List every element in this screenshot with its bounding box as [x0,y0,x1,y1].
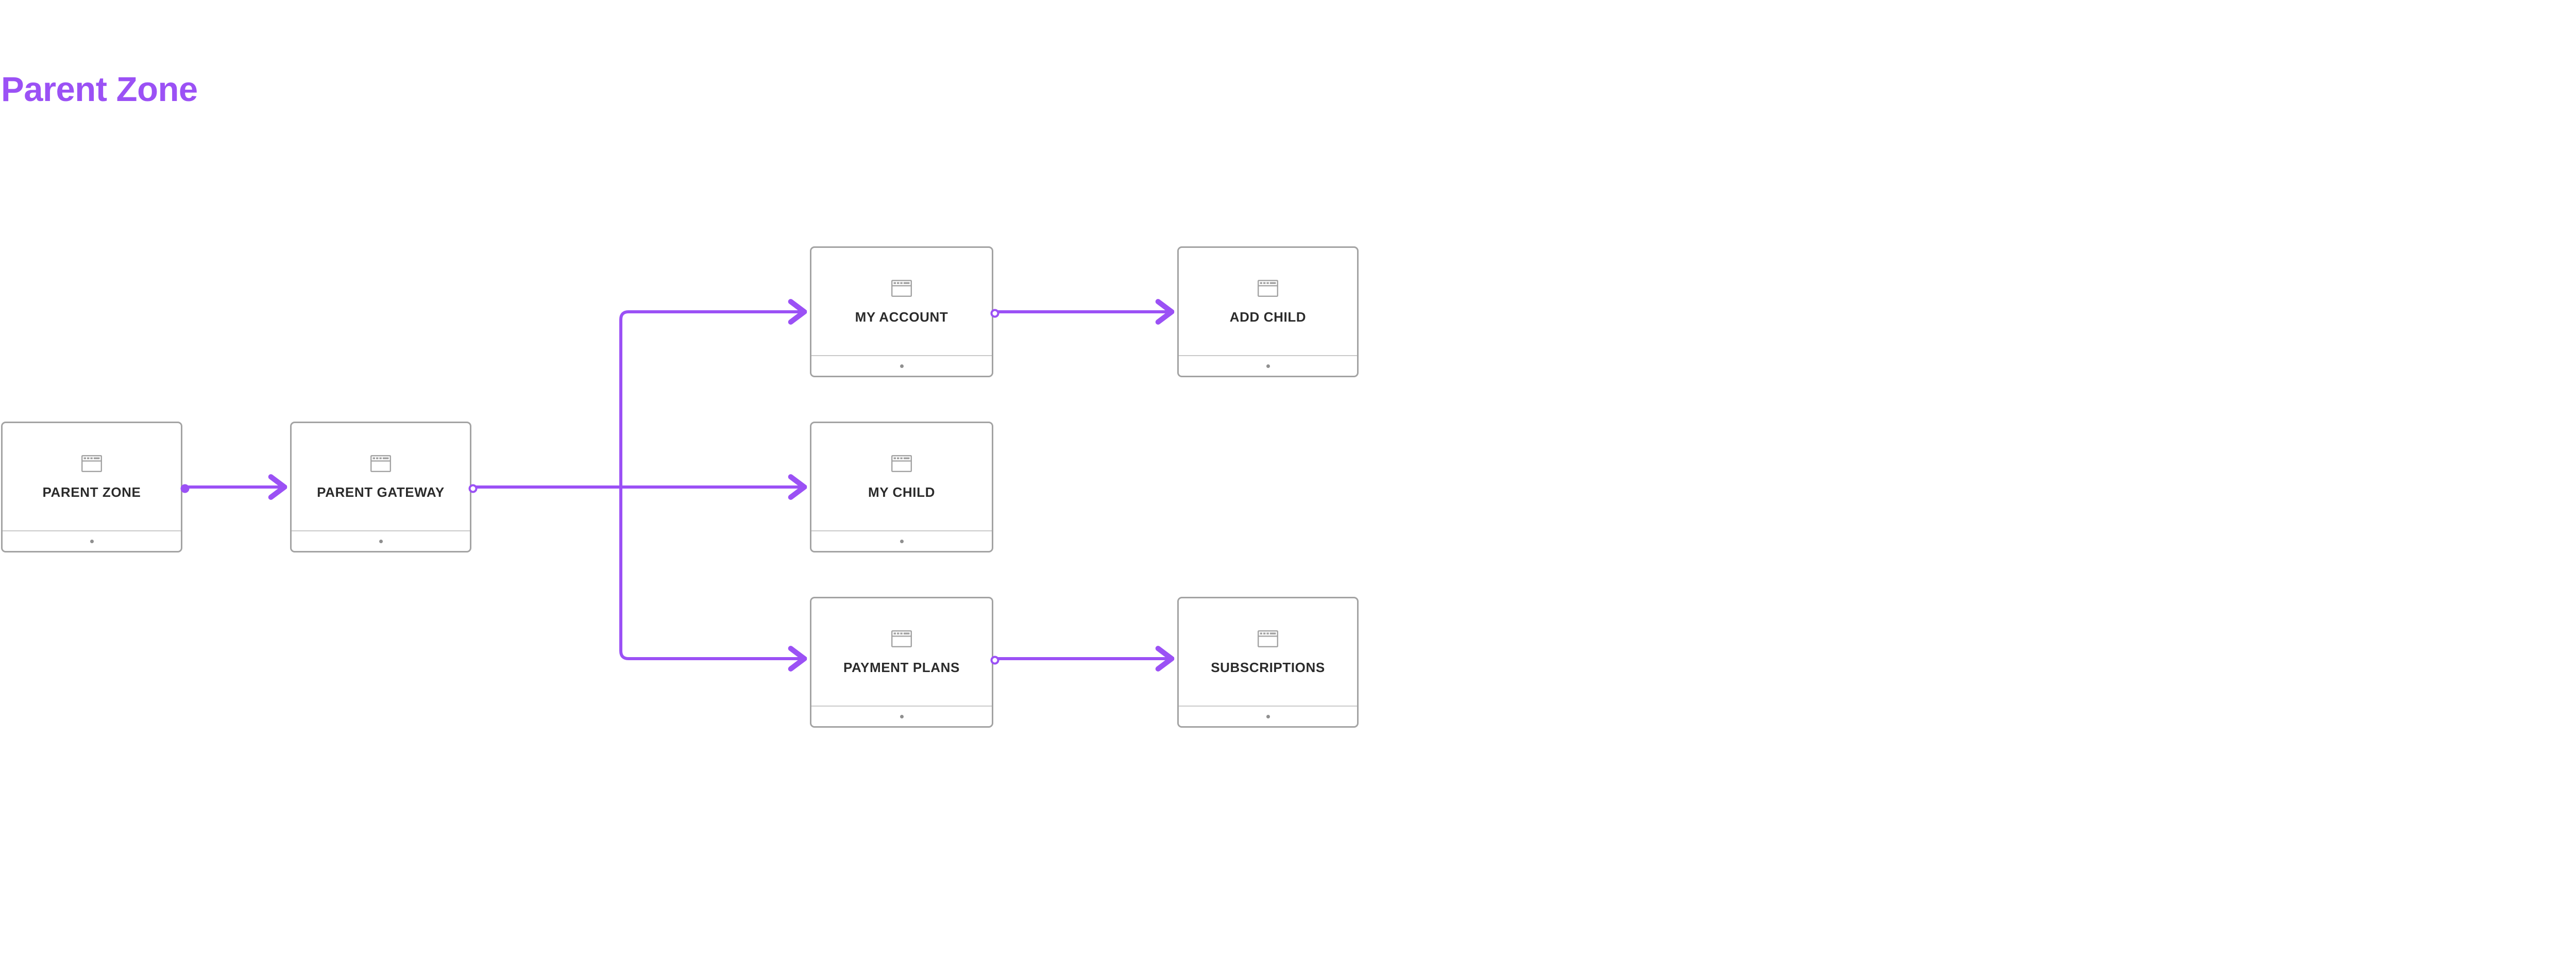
browser-window-icon [1258,279,1278,297]
browser-window-icon [1258,630,1278,647]
node-body: PAYMENT PLANS [811,598,992,706]
node-footer [3,530,181,551]
node-label: PARENT ZONE [42,484,141,500]
node-label: PARENT GATEWAY [317,484,445,500]
node-footer-dot [1266,714,1270,718]
port-payment-plans-right[interactable] [990,656,999,665]
node-my-child[interactable]: MY CHILD [810,422,993,552]
browser-window-icon [81,455,102,472]
browser-window-icon [891,455,912,472]
node-body: MY CHILD [811,423,992,530]
node-label: MY ACCOUNT [855,309,948,325]
node-parent-gateway[interactable]: PARENT GATEWAY [290,422,478,552]
node-label: PAYMENT PLANS [843,659,960,675]
node-footer [811,706,992,726]
port-my-account-right[interactable] [990,309,999,318]
browser-window-icon [370,455,391,472]
node-footer-dot [1266,364,1270,368]
edge-parent-gateway-to-payment-plans [619,487,807,672]
node-subscriptions[interactable]: SUBSCRIPTIONS [1177,597,1359,728]
browser-window-icon [891,630,912,647]
node-footer [1179,706,1357,726]
node-body: PARENT ZONE [3,423,181,530]
node-my-account[interactable]: MY ACCOUNT [810,246,999,377]
node-body: PARENT GATEWAY [292,423,470,530]
node-add-child[interactable]: ADD CHILD [1177,246,1359,377]
node-footer [292,530,470,551]
node-footer [1179,355,1357,376]
edge-parent-gateway-to-my-account [619,299,807,487]
node-label: MY CHILD [868,484,935,500]
node-footer-dot [379,539,383,543]
node-body: SUBSCRIPTIONS [1179,598,1357,706]
node-footer-dot [900,364,904,368]
node-body: ADD CHILD [1179,248,1357,355]
port-parent-gateway-right[interactable] [468,484,478,493]
port-parent-zone-right[interactable] [180,484,190,493]
node-parent-zone[interactable]: PARENT ZONE [1,422,190,552]
browser-window-icon [891,279,912,297]
node-footer [811,355,992,376]
node-body: MY ACCOUNT [811,248,992,355]
page-title: Parent Zone [1,70,198,109]
node-footer-dot [900,714,904,718]
node-label: SUBSCRIPTIONS [1211,659,1325,675]
node-footer-dot [90,539,94,543]
node-footer-dot [900,539,904,543]
node-footer [811,530,992,551]
node-payment-plans[interactable]: PAYMENT PLANS [810,597,999,728]
node-label: ADD CHILD [1229,309,1307,325]
